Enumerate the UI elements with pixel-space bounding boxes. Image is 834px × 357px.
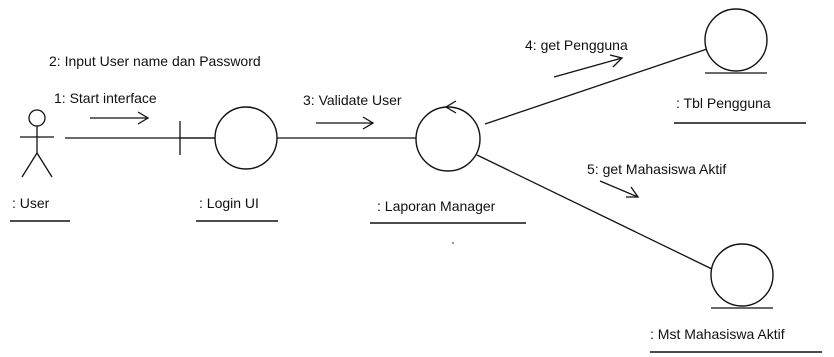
- actor-head: [28, 109, 46, 127]
- message-label-1: 1: Start interface: [54, 90, 157, 106]
- control-laporan-manager: [415, 100, 481, 172]
- boundary-circle: [214, 106, 278, 170]
- message-label-2: 2: Input User name dan Password: [49, 53, 261, 69]
- control-circle: [415, 106, 481, 172]
- entity-circle: [710, 243, 774, 307]
- entity-mst-mahasiswa-aktif: [710, 243, 774, 309]
- entity-circle: [704, 8, 768, 72]
- message-arrow-4: [553, 54, 624, 78]
- actor-user: [20, 109, 54, 178]
- message-arrow-5: [599, 180, 640, 198]
- entity-tbl-pengguna: [704, 8, 768, 74]
- message-label-5: 5: get Mahasiswa Aktif: [587, 161, 726, 177]
- object-label-laporan-manager: : Laporan Manager: [377, 198, 496, 214]
- actor-left-leg: [21, 152, 38, 178]
- link-laporan-mstmahasiswa: [476, 154, 715, 271]
- boundary-login-ui: [179, 106, 278, 170]
- message-arrow-3: [316, 116, 375, 130]
- object-label-tbl-pengguna: : Tbl Pengguna: [676, 95, 771, 111]
- stray-dot: [452, 242, 454, 244]
- message-arrow-1: [90, 111, 150, 125]
- message-label-3: 3: Validate User: [303, 92, 402, 108]
- object-label-mst-mahasiswa-aktif: : Mst Mahasiswa Aktif: [650, 326, 785, 342]
- actor-right-leg: [36, 152, 53, 178]
- message-label-4: 4: get Pengguna: [525, 37, 628, 53]
- object-label-login-ui: : Login UI: [199, 195, 259, 211]
- control-arrowhead: [444, 100, 457, 114]
- object-label-user: : User: [12, 195, 50, 211]
- link-laporan-tblpengguna: [484, 47, 711, 125]
